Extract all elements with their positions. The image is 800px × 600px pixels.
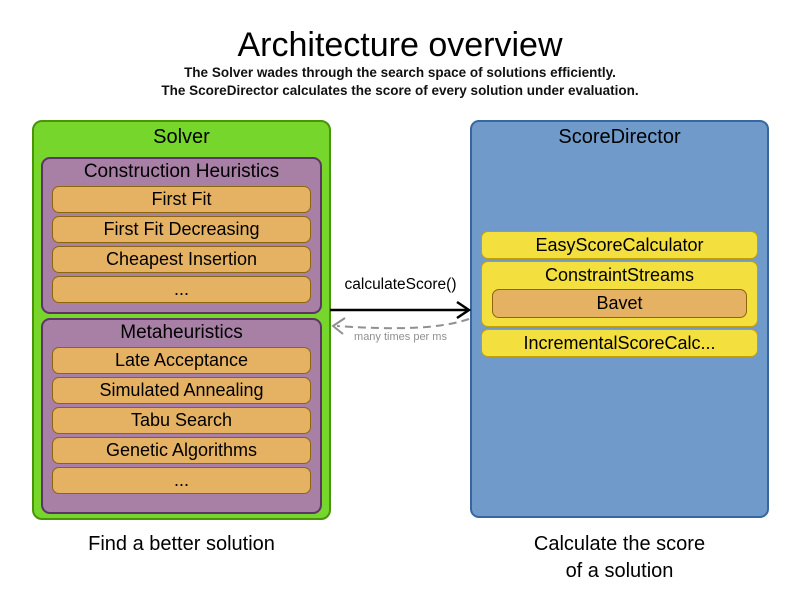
- score-director-title: ScoreDirector: [558, 126, 681, 148]
- algorithm-item: Tabu Search: [52, 407, 311, 434]
- score-director-caption-line-2: of a solution: [565, 560, 674, 582]
- solver-title: Solver: [153, 126, 210, 148]
- algorithm-item: Genetic Algorithms: [52, 437, 311, 464]
- page-title: Architecture overview: [237, 26, 563, 64]
- algorithm-item-ellipsis: ...: [52, 276, 311, 303]
- metaheuristics-title: Metaheuristics: [120, 322, 243, 343]
- construction-heuristics-box: Construction Heuristics First Fit First …: [41, 157, 322, 314]
- algorithm-item: First Fit: [52, 186, 311, 213]
- constraint-streams-title: ConstraintStreams: [544, 265, 695, 285]
- calculate-score-arrow-graphic: [330, 300, 472, 335]
- bavet-box: Bavet: [492, 289, 747, 318]
- return-arrow-dashed: [336, 318, 470, 330]
- subtitle-line-1: The Solver wades through the search spac…: [184, 65, 616, 80]
- score-director-box: ScoreDirector EasyScoreCalculator Constr…: [470, 120, 769, 518]
- algorithm-item-ellipsis: ...: [52, 467, 311, 494]
- arrow-right-head-icon: [456, 300, 472, 320]
- arrow-left-head-icon: [331, 317, 346, 335]
- many-times-label: many times per ms: [354, 331, 447, 343]
- algorithm-item: Cheapest Insertion: [52, 246, 311, 273]
- score-director-caption: Calculate the score of a solution: [470, 531, 769, 585]
- algorithm-item: Simulated Annealing: [52, 377, 311, 404]
- construction-heuristics-title: Construction Heuristics: [83, 161, 280, 182]
- algorithm-item: Late Acceptance: [52, 347, 311, 374]
- subtitle-line-2: The ScoreDirector calculates the score o…: [161, 83, 639, 98]
- incremental-score-calculator-box: IncrementalScoreCalc...: [481, 329, 758, 357]
- solver-caption: Find a better solution: [88, 533, 275, 555]
- interaction-arrows: calculateScore() many times per ms: [327, 276, 474, 356]
- calculate-score-label: calculateScore(): [344, 276, 457, 293]
- algorithm-item: First Fit Decreasing: [52, 216, 311, 243]
- score-director-caption-line-1: Calculate the score: [533, 533, 706, 555]
- easy-score-calculator-box: EasyScoreCalculator: [481, 231, 758, 259]
- solver-box: Solver Construction Heuristics First Fit…: [32, 120, 331, 520]
- metaheuristics-box: Metaheuristics Late Acceptance Simulated…: [41, 318, 322, 514]
- constraint-streams-box: ConstraintStreams Bavet: [481, 261, 758, 327]
